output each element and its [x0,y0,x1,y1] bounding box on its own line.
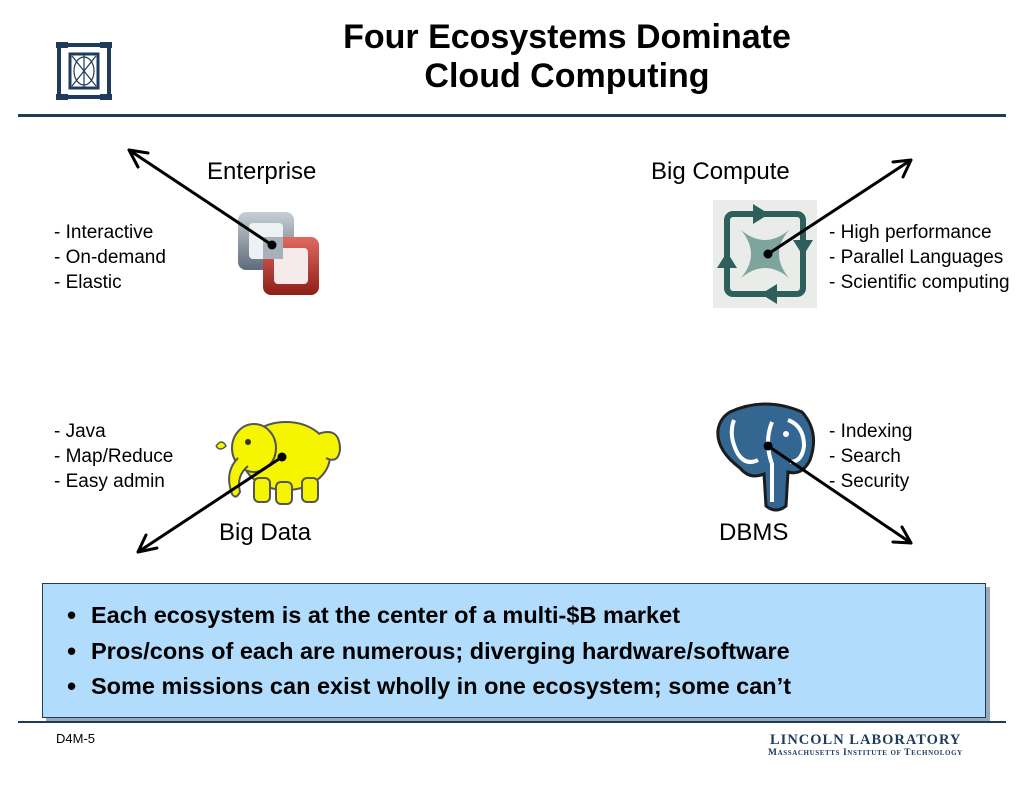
list-item: - Scientific computing [829,272,1010,293]
slide-id: D4M-5 [56,731,96,746]
list-item: - Indexing [829,421,913,442]
list-item: - Parallel Languages [829,247,1004,268]
list-item: - Security [829,471,910,492]
top-divider [18,114,1006,117]
list-item: - Easy admin [54,471,165,492]
key-points-box: • Each ecosystem is at the center of a m… [42,583,986,718]
bullet-text: Some missions can exist wholly in one ec… [91,673,792,699]
big-data-label: Big Data [219,519,312,546]
list-item: - High performance [829,222,992,243]
list-item: • Pros/cons of each are numerous; diverg… [67,634,985,670]
enterprise-label: Enterprise [207,158,317,185]
list-item: • Some missions can exist wholly in one … [67,669,985,705]
dbms-list: - Indexing - Search - Security [829,419,912,494]
dbms-arrow [766,444,913,545]
big-compute-list: - High performance - Parallel Languages … [829,220,1010,295]
big-compute-label: Big Compute [651,158,790,185]
ll-seal-logo-icon [56,42,112,100]
enterprise-list: - Interactive - On-demand - Elastic [54,220,166,295]
enterprise-arrow [127,148,274,247]
title-line-2: Cloud Computing [424,57,710,95]
bullet-icon: • [67,600,77,630]
postgresql-elephant-icon [716,402,816,512]
big-compute-arrow [766,158,913,256]
title-line-1: Four Ecosystems Dominate [343,18,791,56]
big-data-arrow [136,455,284,554]
list-item: - Interactive [54,222,154,243]
bullet-text: Pros/cons of each are numerous; divergin… [91,637,790,664]
bottom-divider [18,721,1006,723]
dbms-label: DBMS [719,519,789,546]
list-item: - Java [54,421,106,442]
list-item: - Search [829,446,901,467]
slide-title: Four Ecosystems Dominate Cloud Computing [250,18,884,96]
bullet-icon: • [67,635,77,666]
bullet-icon: • [67,671,77,701]
bullet-text: Each ecosystem is at the center of a mul… [91,602,681,628]
list-item: - Elastic [54,272,122,293]
org-subtitle: Massachusetts Institute of Technology [768,748,963,758]
org-name: LINCOLN LABORATORY [770,732,962,748]
big-data-list: - Java - Map/Reduce - Easy admin [54,419,173,494]
list-item: - Map/Reduce [54,446,174,467]
list-item: - On-demand [54,247,166,268]
list-item: • Each ecosystem is at the center of a m… [67,598,985,634]
